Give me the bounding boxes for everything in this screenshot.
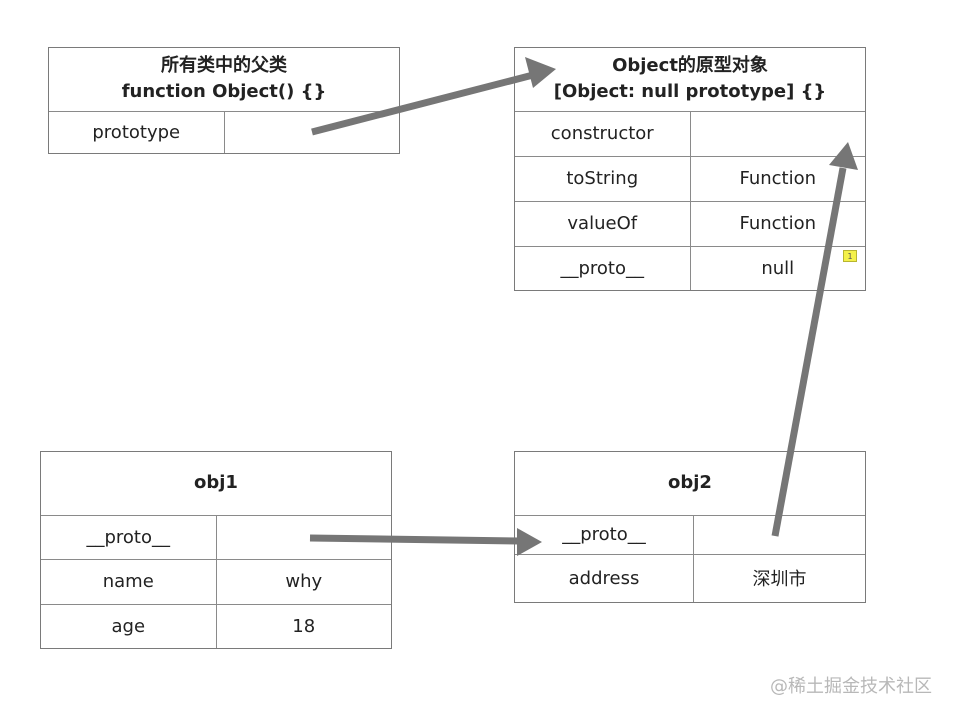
object-function-header-line1: 所有类中的父类 (161, 55, 287, 77)
prototype-link-arrow-shaft (311, 71, 534, 136)
obj2-address-value-cell: 深圳市 (693, 553, 865, 602)
constructor-value-cell (689, 110, 865, 157)
proto-key-cell: __proto__ (515, 245, 691, 290)
object-prototype-header-line1: Object的原型对象 (612, 55, 768, 77)
object-function-box: 所有类中的父类 function Object() {} prototype (48, 47, 400, 154)
valueof-key-cell: valueOf (515, 200, 691, 247)
prototype-key-cell: prototype (49, 110, 225, 153)
obj2-proto-arrowhead (829, 142, 858, 170)
obj2-box: obj2 __proto__ address 深圳市 (514, 451, 866, 603)
obj1-header: obj1 (41, 452, 391, 516)
object-prototype-box: Object的原型对象 [Object: null prototype] {} … (514, 47, 866, 291)
comment-marker[interactable]: 1 (843, 250, 857, 262)
obj1-proto-arrow-shaft (309, 534, 521, 545)
obj1-box: obj1 __proto__ name why age 18 (40, 451, 392, 649)
proto-value-cell: null (689, 245, 865, 290)
watermark: @稀土掘金技术社区 (770, 676, 932, 697)
obj1-age-value-cell: 18 (215, 603, 391, 648)
constructor-key-cell: constructor (515, 110, 691, 157)
obj1-name-value-cell: why (215, 559, 391, 605)
obj2-proto-arrow-shaft (771, 167, 847, 537)
tostring-key-cell: toString (515, 155, 691, 202)
obj1-name-key-cell: name (41, 559, 217, 605)
obj2-address-key-cell: address (515, 553, 694, 602)
obj1-age-key-cell: age (41, 603, 217, 648)
obj2-proto-key-cell: __proto__ (515, 514, 694, 555)
object-function-header-line2: function Object() {} (121, 81, 327, 103)
prototype-link-arrowhead (525, 57, 556, 88)
obj1-proto-arrowhead (517, 528, 542, 556)
object-prototype-header-line2: [Object: null prototype] {} (553, 81, 827, 103)
